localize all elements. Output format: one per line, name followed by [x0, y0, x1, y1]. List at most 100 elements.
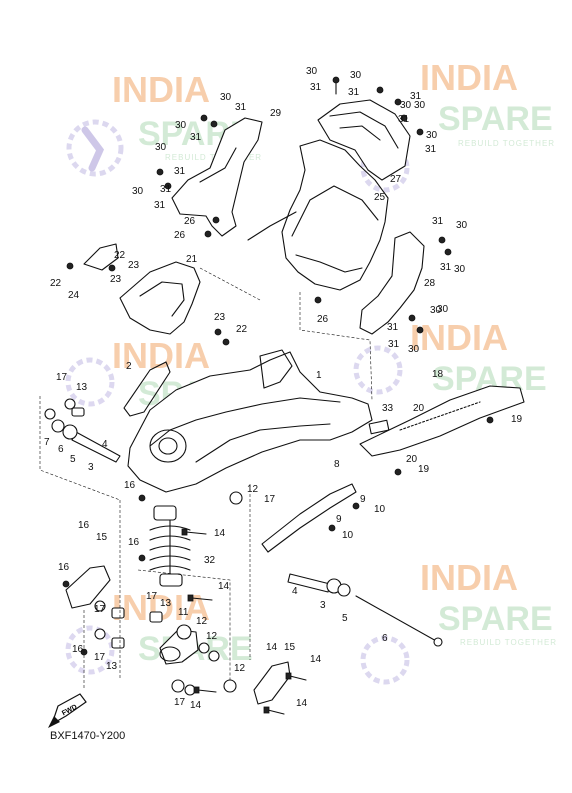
callout-number: 31 [190, 132, 202, 143]
callout-number: 23 [214, 312, 226, 323]
parts-group [39, 76, 525, 715]
callout-number: 30 [155, 142, 167, 153]
callout-number: 31 [174, 166, 186, 177]
watermark-word1: INDIA [420, 557, 518, 598]
callout-number: 16 [78, 520, 90, 531]
part-8-chain-slider [261, 483, 357, 553]
callout-number: 13 [160, 598, 172, 609]
watermark-word2: SPARE [438, 100, 553, 138]
callout-number: 7 [44, 437, 50, 448]
callout-number: 17 [264, 494, 276, 505]
part-18-chain-guard [359, 385, 525, 457]
callout-number: 3 [320, 600, 326, 611]
callout-number: 13 [106, 661, 118, 672]
part-15-connecting-rod [65, 565, 111, 609]
callout-number: 27 [390, 174, 402, 185]
callout-number: 13 [76, 382, 88, 393]
watermark-word2: SPARE [438, 600, 553, 638]
callout-number: 2 [126, 361, 132, 372]
callout-number: 14 [218, 581, 230, 592]
callout-number: 16 [58, 562, 70, 573]
callout-number: 30 [220, 92, 232, 103]
watermark-word1: INDIA [112, 69, 210, 110]
part-29-seat-rail-bracket [171, 117, 263, 237]
callout-number: 32 [204, 555, 216, 566]
watermark-tagline: REBUILD TOGETHER [458, 139, 555, 148]
callout-number: 29 [270, 108, 282, 119]
callout-number: 30 [408, 344, 420, 355]
callout-number: 30 [430, 305, 442, 316]
callout-number: 30 [175, 120, 187, 131]
callout-number: 14 [266, 642, 278, 653]
callout-number: 4 [292, 586, 298, 597]
callout-number: 30 [426, 130, 438, 141]
callout-number: 6 [382, 633, 388, 644]
watermark-4: INDIA SPARE [353, 317, 547, 398]
callout-number: 18 [432, 369, 444, 380]
callout-number: 15 [96, 532, 108, 543]
figure-code: BXF1470-Y200 [50, 730, 126, 742]
callout-number: 12 [247, 484, 259, 495]
callout-number: 30 [400, 100, 412, 111]
callout-number: 19 [511, 414, 523, 425]
callout-number: 22 [114, 250, 126, 261]
part-33-label [368, 419, 390, 435]
callout-number: 11 [178, 607, 189, 618]
part-25-rear-frame [281, 139, 389, 291]
bolt-group [181, 528, 307, 715]
part-13-collar [71, 407, 85, 417]
callout-number: 26 [174, 230, 186, 241]
part-7-bush [44, 408, 56, 420]
watermark-5: INDIA SPARE [65, 587, 253, 675]
callout-number: 6 [58, 444, 64, 455]
callout-number: 20 [406, 454, 418, 465]
callout-number: 31 [388, 339, 400, 350]
callout-number: 26 [317, 314, 329, 325]
watermark-word1: INDIA [420, 57, 518, 98]
part-21-mudguard [119, 261, 201, 335]
callout-number: 30 [132, 186, 144, 197]
callout-number: 9 [360, 494, 366, 505]
callout-number: 4 [102, 439, 108, 450]
part-2-plate [123, 361, 171, 417]
callout-number: 25 [374, 192, 386, 203]
callout-number: 16 [124, 480, 136, 491]
part-3-washer [51, 419, 65, 433]
watermark-word1: INDIA [112, 335, 210, 376]
fwd-arrow-icon: FWD [48, 693, 87, 728]
callout-number: 31 [410, 91, 422, 102]
callout-number: 5 [70, 454, 76, 465]
callout-number: 31 [160, 184, 172, 195]
callout-number: 12 [196, 616, 208, 627]
callout-number: 31 [398, 114, 410, 125]
callout-number: 9 [336, 514, 342, 525]
part-4-pivot-shaft-lower [287, 573, 331, 593]
part-13-collar-lower [111, 607, 125, 619]
watermark-6: INDIA SPARE REBUILD TOGETHER [360, 557, 557, 685]
part-32-rear-shock [149, 505, 191, 587]
watermark-word1: INDIA [410, 317, 508, 358]
callout-number: 31 [425, 144, 437, 155]
callout-number: 3 [88, 462, 94, 473]
watermark-tagline: REBUILD TOGETHER [460, 638, 557, 647]
callout-number: 30 [437, 304, 449, 315]
callout-number: 23 [110, 274, 122, 285]
part-5-collar [62, 424, 78, 440]
callout-number: 15 [284, 642, 296, 653]
callout-number: 31 [440, 262, 452, 273]
callout-number: 20 [413, 403, 425, 414]
callout-number: 23 [128, 260, 140, 271]
callout-number: 31 [348, 87, 360, 98]
part-5-collar-lower [337, 583, 351, 597]
part-24-bracket [83, 243, 119, 271]
callout-number: 10 [342, 530, 354, 541]
callout-number: 30 [350, 70, 362, 81]
callout-number: 5 [342, 613, 348, 624]
callout-number: 17 [94, 604, 106, 615]
part-17-bearing [64, 398, 76, 410]
fastener-group [62, 76, 494, 656]
part-6-pivot-bolt [355, 595, 439, 643]
callout-number: 22 [236, 324, 248, 335]
part-4-pivot-shaft [71, 431, 121, 463]
